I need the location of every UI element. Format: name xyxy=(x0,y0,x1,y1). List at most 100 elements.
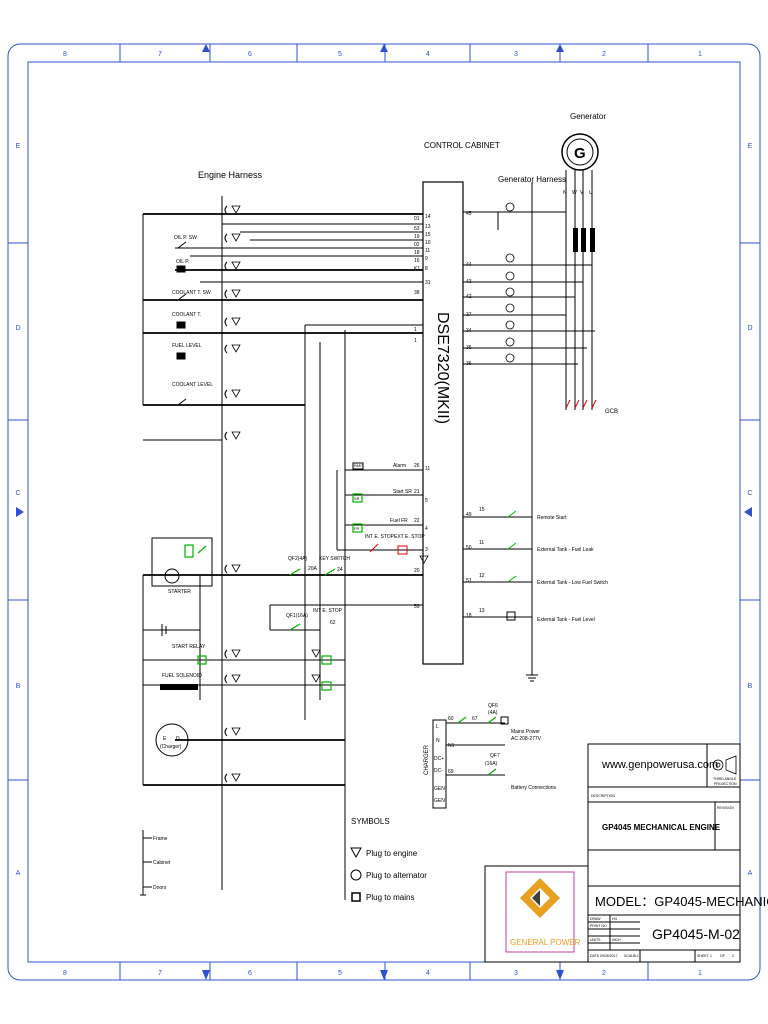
coolant-temp-label: COOLANT T. xyxy=(172,312,201,318)
svg-text:09/26/2017: 09/26/2017 xyxy=(600,954,618,958)
sensor-symbols xyxy=(176,241,187,406)
revision-label: REVISION xyxy=(717,806,734,810)
svg-text:UNITS: UNITS xyxy=(590,938,601,942)
controller-box xyxy=(422,181,464,665)
fuel-leak-label: External Tank - Fuel Leak xyxy=(537,547,594,553)
svg-text:N: N xyxy=(436,738,440,744)
key-switch-wire: 24 xyxy=(337,567,343,573)
control-cabinet-heading: CONTROL CABINET xyxy=(424,141,500,150)
col-label: 2 xyxy=(602,970,606,977)
controller-ground xyxy=(526,182,538,682)
col-label: 8 xyxy=(63,51,67,58)
gcb-label: GCB xyxy=(605,409,618,415)
pin-number: 35 xyxy=(466,345,472,351)
pin-number: 43 xyxy=(466,279,472,285)
coolant-temp-switch-label: COOLANT T. SW xyxy=(172,290,211,296)
svg-text:2: 2 xyxy=(732,954,734,958)
green-relay-contacts xyxy=(184,544,336,691)
charger-terminals: L N DC+ DC- GEN GEN xyxy=(434,724,445,804)
wire-label: 18 xyxy=(414,250,420,256)
wire-label: 38 xyxy=(414,290,420,296)
svg-text:G: G xyxy=(574,145,586,162)
ground-symbols xyxy=(140,830,152,896)
external-input-switches xyxy=(506,510,517,621)
mains-plug-icon xyxy=(351,892,361,902)
external-input-pin: 18 xyxy=(466,613,472,619)
remote-start-label: Remote Start xyxy=(537,515,567,521)
oil-pressure-label: OIL P. xyxy=(176,259,189,265)
external-input-wire: 12 xyxy=(479,573,485,579)
centering-arrows xyxy=(16,44,752,980)
starter-circuit xyxy=(143,537,320,700)
svg-text:GEN: GEN xyxy=(434,786,445,792)
generator-harness-heading: Generator Harness xyxy=(498,175,566,184)
col-label: 5 xyxy=(338,970,342,977)
pin-number: 9 xyxy=(425,256,428,262)
int-estop-power-label: INT E. STOP xyxy=(313,608,343,614)
low-fuel-switch-label: External Tank - Low Fuel Switch xyxy=(537,580,608,586)
mains-plug-marker xyxy=(500,716,509,725)
charge-e-label: E xyxy=(163,736,167,742)
svg-text:HG: HG xyxy=(612,917,618,921)
fuel-output-label: Fuel FR xyxy=(390,518,408,524)
qf6-label: QF6 xyxy=(488,703,498,709)
engine-plug-markers xyxy=(231,205,429,782)
starter-label: STARTER xyxy=(168,589,191,595)
mains-power-label: Mains Power xyxy=(511,729,540,735)
controller-right-pins: 45 44 43 42 37 34 35 36 xyxy=(466,211,472,367)
wire-label: N1 xyxy=(448,743,455,749)
svg-text:SHEET: SHEET xyxy=(697,954,710,958)
col-label: 1 xyxy=(698,970,702,977)
wire-label: 1 xyxy=(414,327,417,333)
col-label: 6 xyxy=(248,970,252,977)
controller-left-pins: 14 13 15 10 11 9 8 31 1 11 5 4 3 20 59 xyxy=(414,214,431,610)
charger-wiring xyxy=(446,722,505,776)
pin-number: 45 xyxy=(466,211,472,217)
svg-text:1: 1 xyxy=(710,954,712,958)
row-label: B xyxy=(16,683,21,690)
row-label: D xyxy=(747,325,752,332)
gen-terminal-label: N xyxy=(563,190,567,196)
alternator-plug-icon xyxy=(350,869,362,881)
svg-text:INCH: INCH xyxy=(612,938,621,942)
external-input-wire: 11 xyxy=(479,540,484,546)
pin-number: 3 xyxy=(425,547,428,553)
qf2-value: 20A xyxy=(308,566,318,572)
fuel-relay-tag: FR xyxy=(354,526,359,531)
harness-bus-lines xyxy=(142,196,346,900)
start-relay-label: START RELAY xyxy=(172,644,206,650)
description-text: GP4045 MECHANICAL ENGINE xyxy=(602,823,721,832)
svg-text:SCALE: SCALE xyxy=(624,954,636,958)
start-output-label: Start SR xyxy=(393,489,412,495)
col-label: 6 xyxy=(248,51,252,58)
pin-number: 4 xyxy=(425,526,428,532)
gen-terminal-label: U xyxy=(589,190,593,196)
generator-heading: Generator xyxy=(570,112,606,121)
external-input-pin: 51 xyxy=(466,578,472,584)
row-label: A xyxy=(16,870,21,877)
pin-number: 11 xyxy=(425,466,430,472)
pin-number: 11 xyxy=(425,248,430,254)
row-label: D xyxy=(15,325,20,332)
col-label: 3 xyxy=(514,970,518,977)
wire-label: 16 xyxy=(414,258,420,264)
pin-number: 26 xyxy=(414,463,420,469)
row-label: E xyxy=(748,143,753,150)
col-label: 3 xyxy=(514,51,518,58)
ground-doors-label: Doors xyxy=(153,885,167,891)
external-input-wire: 13 xyxy=(479,608,485,614)
svg-text:GEN: GEN xyxy=(434,798,445,804)
pin-number: 37 xyxy=(466,312,472,318)
row-label: C xyxy=(15,490,20,497)
qf7-label: QF7 xyxy=(490,753,500,759)
external-input-pin: 49 xyxy=(466,512,472,518)
generator-symbol: G xyxy=(561,133,599,171)
col-label: 4 xyxy=(426,970,430,977)
ground-cabinet-label: Cabinet xyxy=(153,860,171,866)
pin-number: 10 xyxy=(425,240,431,246)
gcb-breaker xyxy=(565,399,597,409)
border-labels: 8 7 6 5 4 3 2 1 8 7 6 5 4 3 2 1 E D C B … xyxy=(15,51,752,977)
charger-label: (Charger) xyxy=(160,744,182,750)
row-label: B xyxy=(748,683,753,690)
relay-wiring xyxy=(336,469,423,551)
